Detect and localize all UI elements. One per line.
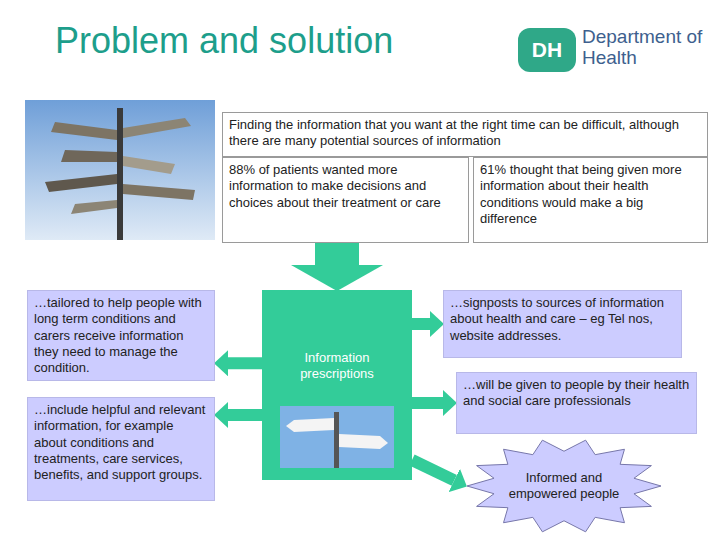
statistic-box: 88% of patients wanted more information … (222, 157, 469, 243)
box-text: Informed and empowered people (502, 470, 626, 503)
sign-board (286, 418, 334, 432)
flow-arrow (315, 243, 359, 265)
statistic-box: 61% thought that being given more inform… (473, 157, 708, 243)
pole (117, 108, 123, 240)
sign-board (123, 118, 191, 138)
hub-text: Information prescriptions (270, 350, 404, 383)
hub-box: Information prescriptions (262, 290, 412, 480)
logo-name: Department of Health (582, 27, 708, 68)
starburst-shape (467, 440, 661, 532)
flow-arrow (412, 318, 430, 330)
box-text: Finding the information that you want at… (229, 117, 701, 150)
sign-board (51, 122, 117, 140)
feature-box: …include helpful and relevant informatio… (27, 397, 215, 501)
box-text: …tailored to help people with long term … (34, 295, 208, 376)
flow-arrow (228, 357, 262, 369)
signpost-photo (25, 100, 215, 240)
sign-board (339, 434, 388, 449)
feature-box: …signposts to sources of information abo… (443, 290, 682, 358)
feature-box: …will be given to people by their health… (456, 372, 697, 434)
logo-shape (518, 28, 576, 72)
sign-board (123, 184, 195, 200)
sign-board (61, 150, 117, 162)
box-text: …will be given to people by their health… (463, 377, 690, 410)
box-text: …signposts to sources of information abo… (450, 295, 675, 344)
sign-board (71, 200, 117, 214)
box-text: …include helpful and relevant informatio… (34, 402, 208, 483)
problem-box: Finding the information that you want at… (222, 112, 708, 157)
sky (25, 100, 215, 240)
slide-title: Problem and solution (55, 20, 393, 62)
pole (334, 412, 339, 468)
flow-arrow (412, 460, 454, 480)
flow-arrow (412, 397, 443, 409)
feature-box: …tailored to help people with long term … (27, 290, 215, 381)
outcome-starburst: Informed and empowered people (466, 438, 662, 534)
signpost-photo (280, 406, 394, 468)
sky (280, 406, 394, 468)
sign-board (45, 174, 117, 192)
flow-arrow (228, 409, 262, 421)
box-text: 61% thought that being given more inform… (480, 162, 701, 227)
sign-board (123, 156, 175, 174)
logo-initials: DH (518, 37, 576, 62)
box-text: 88% of patients wanted more information … (229, 162, 462, 211)
